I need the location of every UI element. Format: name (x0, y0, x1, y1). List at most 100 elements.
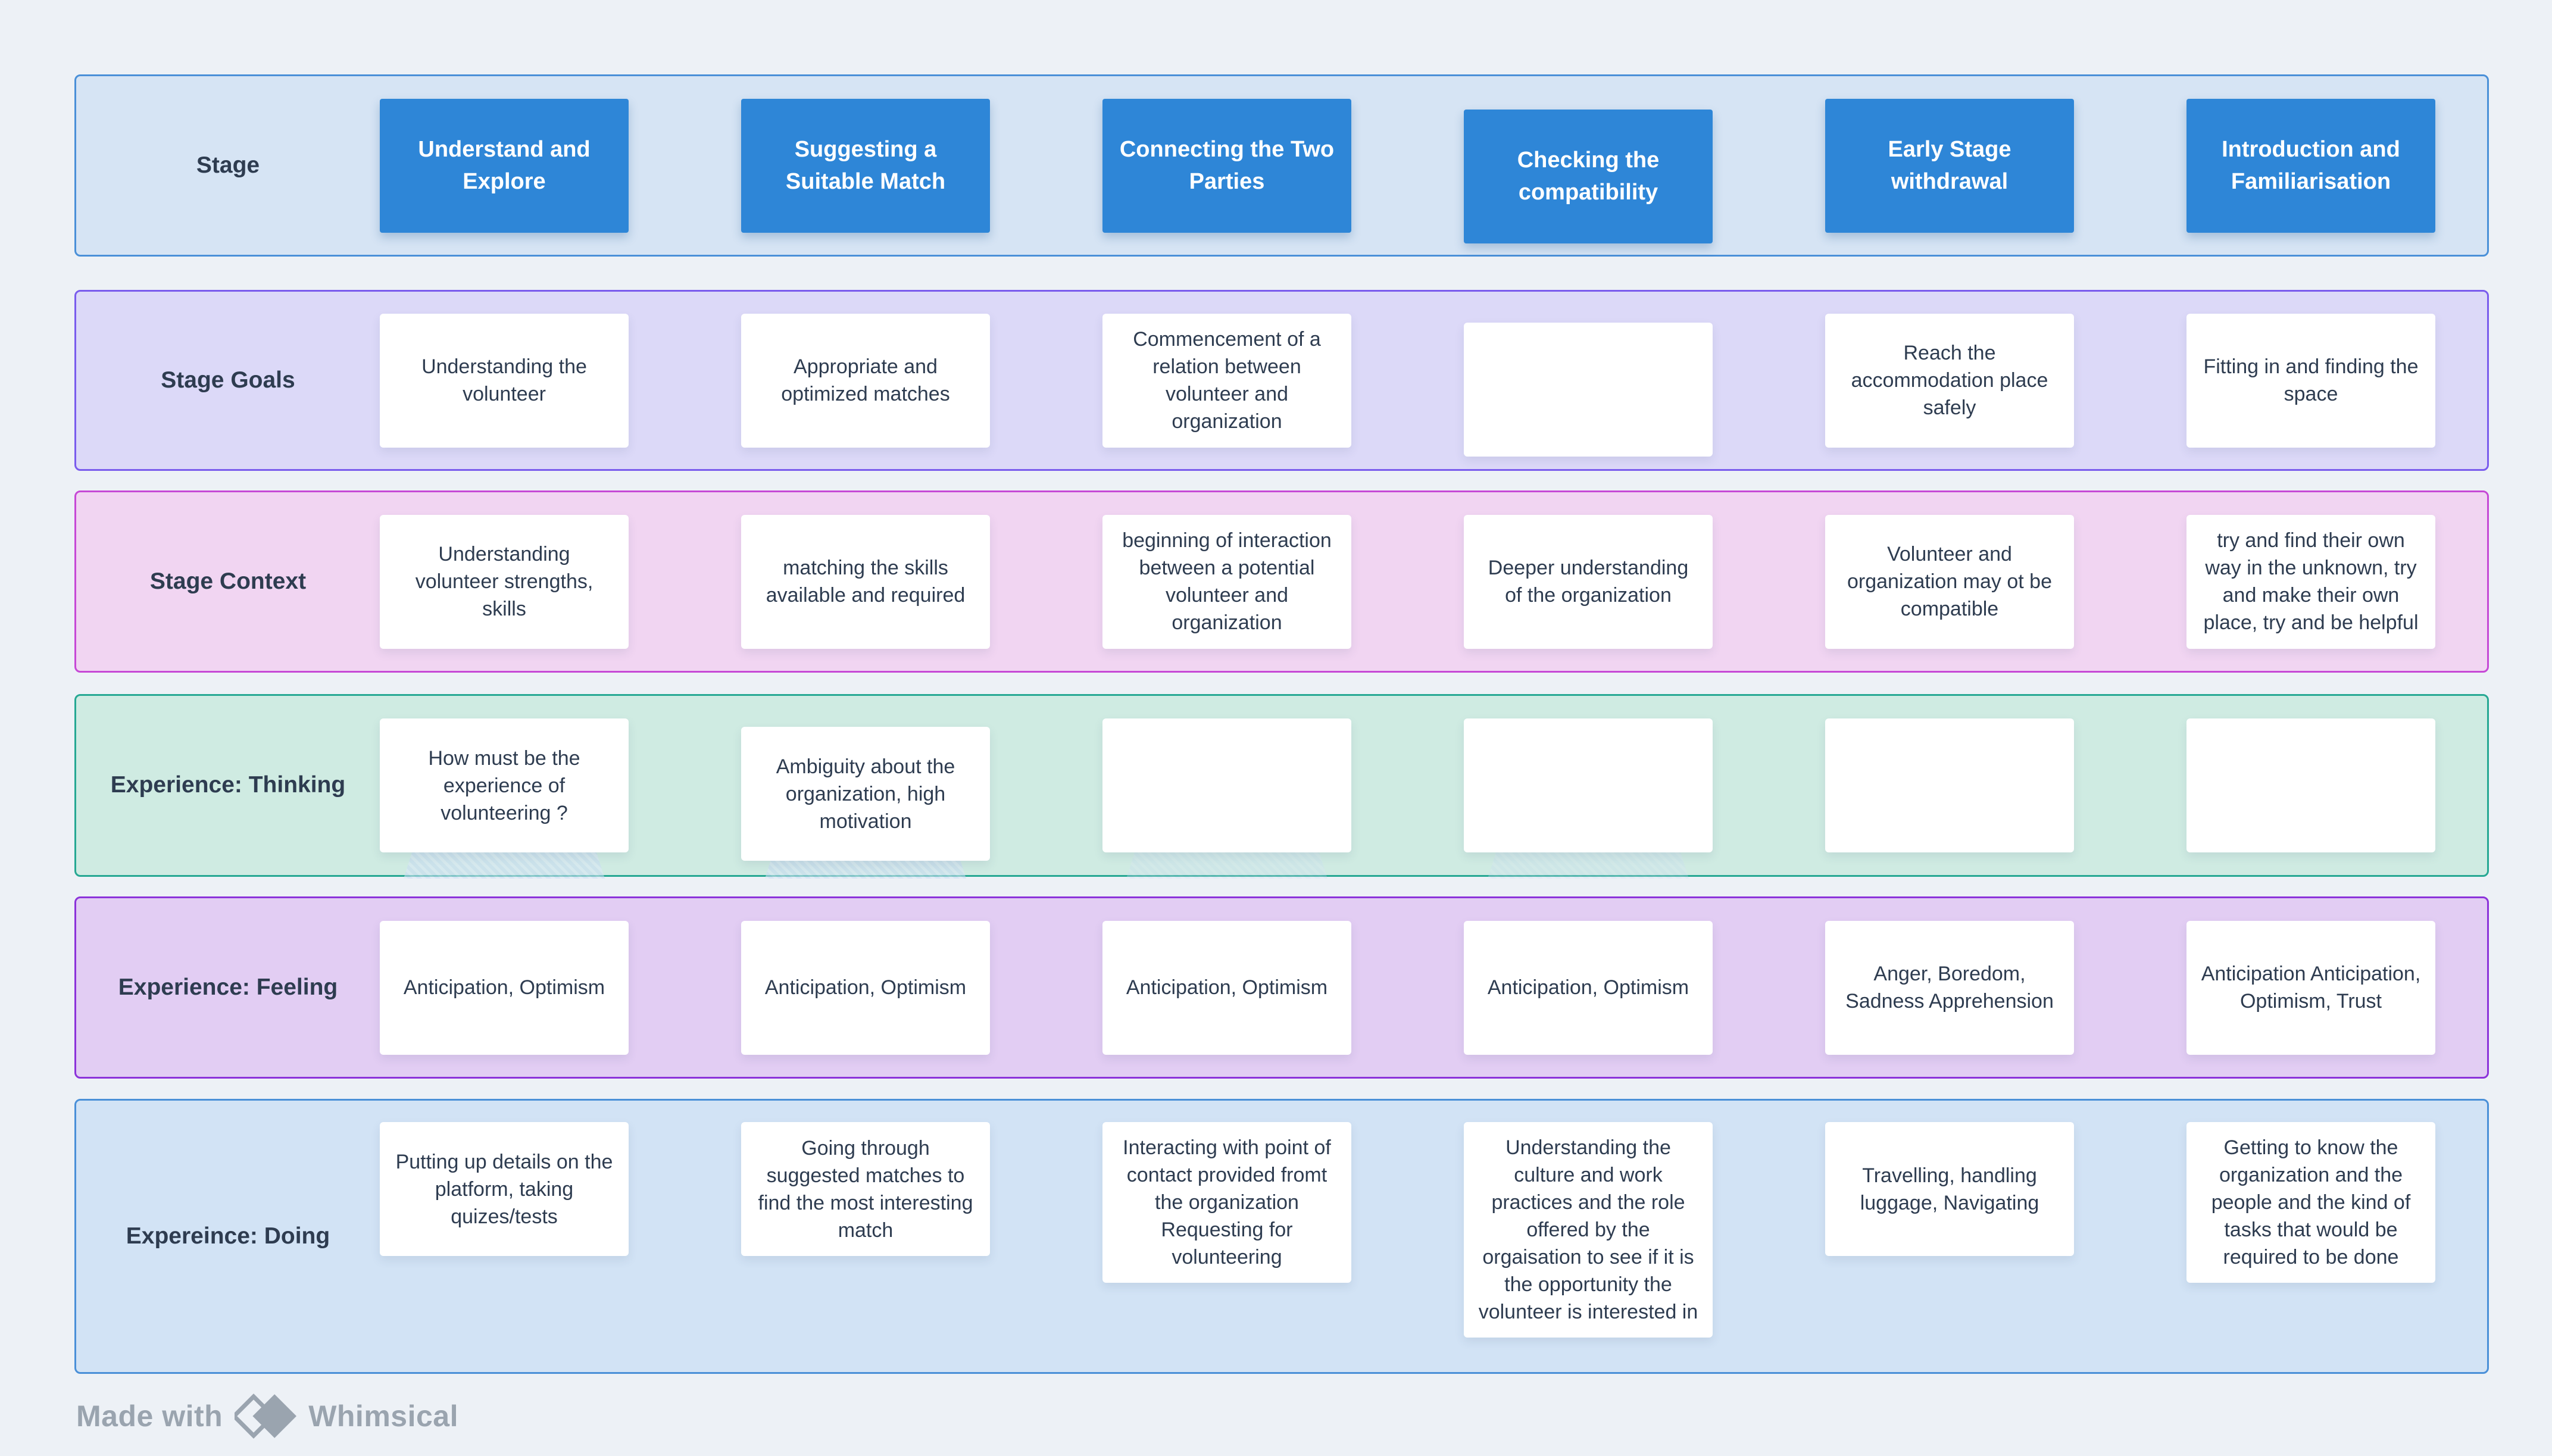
note-card[interactable]: try and find their own way in the unknow… (2186, 514, 2435, 649)
row-label-experience-feeling[interactable]: Experience: Feeling (76, 898, 380, 1077)
row-label-text: Stage Context (149, 568, 307, 594)
cell: Interacting with point of contact provid… (1102, 1101, 1464, 1372)
row-cards: Anticipation, Optimism Anticipation, Opti… (380, 898, 2548, 1077)
made-with-whimsical-badge[interactable]: Made with Whimsical (76, 1391, 458, 1442)
stage-header-card[interactable]: Early Stage withdrawal (1825, 98, 2074, 233)
stage-header-card[interactable]: Suggesting a Suitable Match (741, 98, 990, 233)
note-card[interactable]: Ambiguity about the organization, high m… (741, 727, 990, 861)
note-card[interactable]: Understanding the culture and work pract… (1464, 1122, 1713, 1338)
note-card[interactable] (1102, 718, 1351, 852)
row-label-text: Experience: Feeling (118, 974, 338, 1000)
cell: Understand and Explore (380, 76, 741, 255)
cell: Reach the accommodation place safely (1825, 292, 2186, 469)
note-card[interactable]: Deeper understanding of the organization (1464, 514, 1713, 649)
cell: Volunteer and organization may ot be com… (1825, 492, 2186, 671)
row-label-stage-context[interactable]: Stage Context (76, 492, 380, 671)
cell (1102, 696, 1464, 879)
journey-map-board: Stage Understand and Explore Suggesting a … (74, 74, 2489, 1374)
cell: Early Stage withdrawal (1825, 76, 2186, 255)
row-label-text: Stage (196, 152, 260, 178)
cell: Checking the compatibility (1464, 76, 1825, 255)
note-card[interactable]: Commencement of a relation between volun… (1102, 313, 1351, 448)
note-card[interactable]: Volunteer and organization may ot be com… (1825, 514, 2074, 649)
row-cards: Putting up details on the platform, taki… (380, 1101, 2548, 1372)
note-card[interactable]: Anticipation, Optimism (741, 920, 990, 1055)
made-with-text: Made with (76, 1399, 223, 1433)
cell: Understanding the volunteer (380, 292, 741, 469)
note-card[interactable]: Putting up details on the platform, taki… (380, 1122, 629, 1256)
cell: Fitting in and finding the space (2186, 292, 2548, 469)
note-card[interactable]: Reach the accommodation place safely (1825, 313, 2074, 448)
cell: Getting to know the organization and the… (2186, 1101, 2548, 1372)
cell: Going through suggested matches to find … (741, 1101, 1102, 1372)
note-card[interactable] (1464, 718, 1713, 852)
cell: Putting up details on the platform, taki… (380, 1101, 741, 1372)
note-card[interactable]: Appropriate and optimized matches (741, 313, 990, 448)
note-card[interactable]: Anticipation Anticipation, Optimism, Tru… (2186, 920, 2435, 1055)
whimsical-brand-text: Whimsical (308, 1399, 458, 1433)
row-label-experience-doing[interactable]: Expereince: Doing (76, 1101, 380, 1372)
cell: Ambiguity about the organization, high m… (741, 696, 1102, 879)
cell: Introduction and Familiarisation (2186, 76, 2548, 255)
cell: How must be the experience of volunteeri… (380, 696, 741, 879)
note-card[interactable]: How must be the experience of volunteeri… (380, 718, 629, 852)
row-label-experience-thinking[interactable]: Experience: Thinking (76, 696, 380, 875)
cell: Travelling, handling luggage, Navigating (1825, 1101, 2186, 1372)
note-card[interactable]: Anger, Boredom, Sadness Apprehension (1825, 920, 2074, 1055)
note-card[interactable]: Interacting with point of contact provid… (1102, 1122, 1351, 1283)
note-card[interactable] (1464, 322, 1713, 457)
note-card[interactable]: Understanding the volunteer (380, 313, 629, 448)
row-stage-goals[interactable]: Stage Goals Understanding the volunteer Ap… (74, 290, 2489, 471)
stage-header-card[interactable]: Connecting the Two Parties (1102, 98, 1351, 233)
cell: matching the skills available and requir… (741, 492, 1102, 671)
row-stage-context[interactable]: Stage Context Understanding volunteer str… (74, 490, 2489, 673)
note-card[interactable] (1825, 718, 2074, 852)
cell: Connecting the Two Parties (1102, 76, 1464, 255)
cell: try and find their own way in the unknow… (2186, 492, 2548, 671)
row-experience-thinking[interactable]: Experience: Thinking How must be the expe… (74, 694, 2489, 879)
cell: beginning of interaction between a poten… (1102, 492, 1464, 671)
row-label-stage-goals[interactable]: Stage Goals (76, 292, 380, 469)
row-cards: Understanding volunteer strengths, skill… (380, 492, 2548, 671)
note-card[interactable]: Fitting in and finding the space (2186, 313, 2435, 448)
row-experience-feeling[interactable]: Experience: Feeling Anticipation, Optimis… (74, 896, 2489, 1079)
cell: Suggesting a Suitable Match (741, 76, 1102, 255)
row-label-text: Stage Goals (161, 367, 295, 393)
row-label-text: Experience: Thinking (110, 772, 346, 798)
cell (1825, 696, 2186, 875)
cell: Anticipation, Optimism (380, 898, 741, 1077)
cell (2186, 696, 2548, 875)
cell: Understanding volunteer strengths, skill… (380, 492, 741, 671)
row-cards: How must be the experience of volunteeri… (380, 696, 2548, 879)
stage-header-card[interactable]: Checking the compatibility (1464, 109, 1713, 243)
cell (1464, 696, 1825, 879)
note-card[interactable]: beginning of interaction between a poten… (1102, 514, 1351, 649)
cell: Anticipation Anticipation, Optimism, Tru… (2186, 898, 2548, 1077)
stage-header-card[interactable]: Understand and Explore (380, 98, 629, 233)
row-experience-doing[interactable]: Expereince: Doing Putting up details on t… (74, 1099, 2489, 1374)
row-label-text: Expereince: Doing (126, 1223, 330, 1249)
note-card[interactable]: Anticipation, Optimism (1102, 920, 1351, 1055)
row-stage[interactable]: Stage Understand and Explore Suggesting a … (74, 74, 2489, 257)
note-card[interactable]: Getting to know the organization and the… (2186, 1122, 2435, 1283)
note-card[interactable]: Travelling, handling luggage, Navigating (1825, 1122, 2074, 1256)
stage-header-card[interactable]: Introduction and Familiarisation (2186, 98, 2435, 233)
cell: Commencement of a relation between volun… (1102, 292, 1464, 469)
row-cards: Understanding the volunteer Appropriate a… (380, 292, 2548, 469)
note-card[interactable]: Anticipation, Optimism (1464, 920, 1713, 1055)
cell: Anticipation, Optimism (1464, 898, 1825, 1077)
note-card[interactable]: Going through suggested matches to find … (741, 1122, 990, 1256)
cell: Understanding the culture and work pract… (1464, 1101, 1825, 1372)
row-cards: Understand and Explore Suggesting a Suita… (380, 76, 2548, 255)
note-card[interactable]: matching the skills available and requir… (741, 514, 990, 649)
cell: Deeper understanding of the organization (1464, 492, 1825, 671)
cell: Anticipation, Optimism (741, 898, 1102, 1077)
note-card[interactable]: Anticipation, Optimism (380, 920, 629, 1055)
note-card[interactable] (2186, 718, 2435, 852)
cell (1464, 292, 1825, 469)
cell: Appropriate and optimized matches (741, 292, 1102, 469)
cell: Anticipation, Optimism (1102, 898, 1464, 1077)
row-label-stage[interactable]: Stage (76, 76, 380, 255)
note-card[interactable]: Understanding volunteer strengths, skill… (380, 514, 629, 649)
